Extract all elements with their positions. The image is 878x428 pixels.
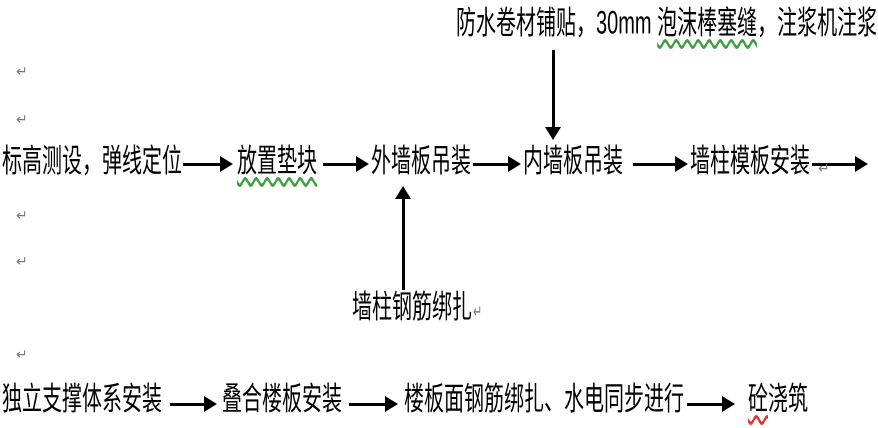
flow-arrow: [170, 396, 217, 412]
arrow-shaft: [633, 162, 677, 166]
arrow-shaft: [401, 197, 405, 290]
arrow-head-right: [855, 156, 868, 172]
step-interior-wall-panel-hoisting: 内墙板吊装: [523, 144, 623, 180]
branch-up-arrow: [395, 186, 411, 290]
step-exterior-wall-panel-hoisting: 外墙板吊装: [371, 144, 471, 180]
arrow-shaft: [323, 162, 358, 166]
annotation-segment-grammar-flagged: 泡沫棒塞缝: [657, 6, 758, 42]
arrow-head-up: [395, 186, 411, 199]
arrow-head-right: [356, 156, 369, 172]
branch-label: 墙柱钢筋绑扎: [352, 290, 472, 326]
arrow-shaft: [812, 162, 857, 166]
flow-arrow: [349, 396, 398, 412]
arrow-head-right: [204, 396, 217, 412]
arrow-head-right: [675, 156, 688, 172]
step-elevation-survey-line-layout: 标高测设，弹线定位: [2, 144, 182, 180]
paragraph-mark: ↵: [16, 111, 28, 127]
arrow-head-right: [385, 396, 398, 412]
arrow-shaft: [551, 50, 555, 129]
flow-arrow: [323, 156, 369, 172]
arrow-head-right: [508, 156, 521, 172]
flow-arrow-trailing: [812, 156, 868, 172]
paragraph-mark: ↵: [16, 207, 28, 223]
step-independent-support-system-install: 独立支撑体系安装: [2, 382, 162, 418]
annotation-segment: ，注浆机注浆: [757, 6, 878, 42]
arrow-head-right: [220, 156, 233, 172]
flow-arrow: [687, 396, 735, 412]
flow-arrow: [473, 156, 521, 172]
paragraph-mark: ↵: [473, 303, 483, 323]
flow-arrow: [183, 156, 233, 172]
annotation-down-arrow: [545, 50, 561, 140]
step-wall-column-rebar-tying: 墙柱钢筋绑扎↵: [352, 292, 482, 329]
arrow-shaft: [473, 162, 510, 166]
arrow-shaft: [170, 402, 206, 406]
step-place-spacer-pads: 放置垫块: [237, 144, 317, 180]
paragraph-mark: ↵: [16, 63, 28, 79]
paragraph-mark: ↵: [16, 253, 28, 269]
arrow-shaft: [349, 402, 387, 406]
step-slab-rebar-tying-mep-concurrent: 楼板面钢筋绑扎、水电同步进行: [404, 382, 684, 418]
paragraph-mark: ↵: [16, 346, 28, 362]
arrow-shaft: [183, 162, 222, 166]
arrow-head-down: [545, 127, 561, 140]
top-annotation: 防水卷材铺贴，30mm 泡沫棒塞缝，注浆机注浆↵: [456, 8, 878, 45]
annotation-segment: 防水卷材铺贴，30mm: [456, 6, 658, 42]
step-concrete-pouring: 砼浇筑: [748, 384, 808, 416]
step-wall-column-formwork-install: 墙柱模板安装: [690, 144, 810, 180]
step-segment: 浇筑: [768, 382, 808, 418]
arrow-head-right: [722, 396, 735, 412]
paragraph-mark: ↵: [818, 160, 830, 176]
arrow-shaft: [687, 402, 724, 406]
flow-arrow: [633, 156, 688, 172]
step-composite-slab-install: 叠合楼板安装: [222, 382, 342, 418]
step-segment-spelling-flagged: 砼: [748, 382, 768, 418]
